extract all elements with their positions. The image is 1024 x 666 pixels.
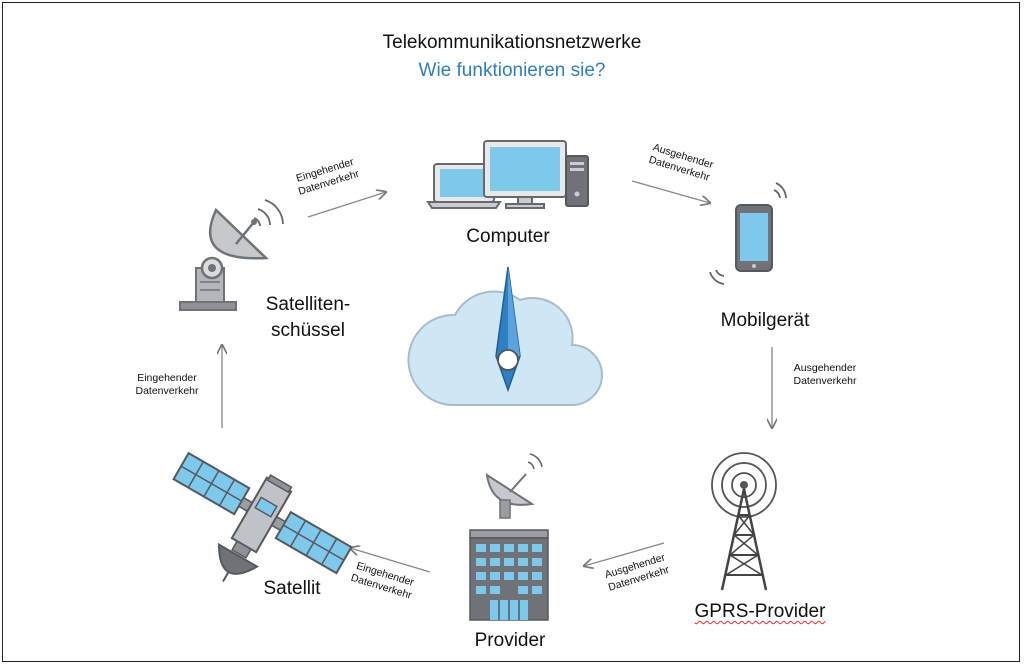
satellite-dish-label: Satelliten- schüssel (238, 292, 378, 344)
cloud-compass-icon (407, 266, 603, 406)
diagram-title: Telekommunikationsnetzwerke (382, 32, 642, 53)
gprs-provider-label: GPRS-Provider (680, 599, 840, 625)
satellite-dish-label-line2: schüssel (271, 320, 345, 341)
diagram-subtitle: Wie funktionieren sie? (418, 60, 606, 81)
arrow-provider-to-satellite (350, 548, 431, 573)
gprs-tower-icon (711, 452, 777, 591)
mobile-label: Mobilgerät (720, 310, 810, 331)
flow-label-line2: Datenverkehr (135, 385, 199, 397)
satellite-label: Satellit (263, 578, 321, 599)
arrow-gprs-to-provider (584, 542, 665, 566)
satellite-dish-label-line1: Satelliten- (265, 294, 351, 315)
gprs-provider-label-text: GPRS-Provider (694, 601, 826, 622)
flow-label-line1: Eingehender (137, 372, 197, 384)
mobile-phone-icon (709, 182, 787, 285)
arrow-computer-to-mobile (631, 180, 710, 203)
flow-label-line2: Datenverkehr (793, 375, 857, 387)
satellite-dish-icon (179, 199, 284, 311)
flow-label-satellite-to-dish: Eingehender Datenverkehr (122, 372, 212, 398)
provider-label: Provider (474, 630, 546, 651)
arrow-dish-to-computer (307, 192, 386, 218)
provider-building-icon (469, 453, 549, 621)
computer-icon (426, 140, 589, 209)
satellite-icon (172, 451, 353, 583)
computer-label: Computer (466, 226, 550, 247)
flow-label-line1: Ausgehender (793, 362, 857, 374)
flow-label-mobile-to-gprs: Ausgehender Datenverkehr (780, 362, 870, 388)
